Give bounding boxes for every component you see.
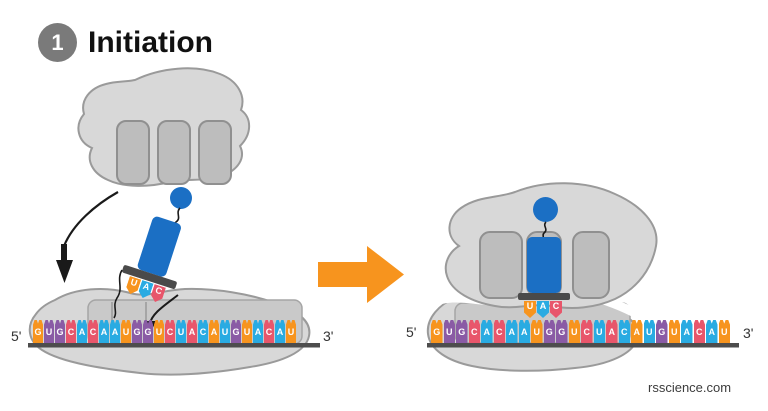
step-number: 1 [51, 29, 64, 55]
nucleotide-a-8: A [518, 320, 530, 343]
anticodon-base-a: A [537, 301, 549, 318]
nucleotide-u-12: U [154, 320, 164, 343]
nucleotide-g-10: G [132, 320, 142, 343]
nucleotide-a-5: A [481, 320, 493, 343]
nucleotide-a-17: A [209, 320, 219, 343]
nucleotide-u-24: U [718, 320, 730, 343]
three-prime-label-left: 3' [323, 328, 334, 344]
transition-arrow [318, 246, 404, 303]
nucleotide-u-9: U [531, 320, 543, 343]
nucleotide-c-13: C [581, 320, 593, 343]
nucleotide-g-3: G [55, 320, 65, 343]
five-prime-label-right: 5' [406, 324, 417, 340]
nucleotide-u-18: U [643, 320, 655, 343]
nucleotide-u-14: U [593, 320, 605, 343]
trna-site-slot-a-left [198, 120, 232, 185]
nucleotide-a-7: A [99, 320, 109, 343]
nucleotide-c-16: C [198, 320, 208, 343]
nucleotide-a-15: A [187, 320, 197, 343]
amino-acid-linker-right [542, 221, 547, 239]
mrna-backbone-right [427, 343, 739, 348]
nucleotide-a-5: A [77, 320, 87, 343]
step-title: Initiation [88, 26, 213, 59]
nucleotide-a-15: A [606, 320, 618, 343]
nucleotide-c-6: C [493, 320, 505, 343]
nucleotide-g-1: G [431, 320, 443, 343]
nucleotide-c-16: C [618, 320, 630, 343]
nucleotide-a-21: A [681, 320, 693, 343]
nucleotide-c-6: C [88, 320, 98, 343]
nucleotide-c-22: C [264, 320, 274, 343]
assembly-arrowhead [56, 260, 73, 283]
nucleotide-a-21: A [253, 320, 263, 343]
trna-site-slot-e-left [116, 120, 150, 185]
amino-acid-methionine-right [533, 197, 558, 222]
assembly-arrow-curve [62, 191, 119, 247]
nucleotide-a-8: A [110, 320, 120, 343]
nucleotide-g-11: G [556, 320, 568, 343]
nucleotide-u-9: U [121, 320, 131, 343]
nucleotide-u-20: U [242, 320, 252, 343]
trna-body-left [136, 215, 183, 278]
nucleotide-a-23: A [275, 320, 285, 343]
nucleotide-g-10: G [543, 320, 555, 343]
nucleotide-g-3: G [456, 320, 468, 343]
nucleotide-a-23: A [706, 320, 718, 343]
five-prime-label-left: 5' [11, 328, 22, 344]
nucleotide-g-19: G [656, 320, 668, 343]
step-number-badge: 1 [38, 23, 77, 62]
trna-tail-squiggle-left [113, 269, 123, 319]
nucleotide-u-2: U [443, 320, 455, 343]
nucleotide-g-11: G [143, 320, 153, 343]
nucleotide-g-19: G [231, 320, 241, 343]
trna-site-slot-e-right [479, 231, 523, 299]
nucleotide-c-4: C [468, 320, 480, 343]
nucleotide-c-4: C [66, 320, 76, 343]
nucleotide-u-20: U [668, 320, 680, 343]
anticodon-base-c: C [550, 301, 562, 318]
trna-body-right [527, 237, 561, 293]
nucleotide-c-13: C [165, 320, 175, 343]
nucleotide-a-7: A [506, 320, 518, 343]
nucleotide-a-17: A [631, 320, 643, 343]
watermark: rsscience.com [648, 380, 732, 395]
trna-site-slot-a-right [572, 231, 610, 299]
nucleotide-u-14: U [176, 320, 186, 343]
nucleotide-u-24: U [286, 320, 296, 343]
nucleotide-c-22: C [693, 320, 705, 343]
trna-site-slot-p-left [157, 120, 191, 185]
nucleotide-g-1: G [33, 320, 43, 343]
mrna-backbone-left [28, 343, 320, 348]
nucleotide-u-12: U [568, 320, 580, 343]
amino-acid-methionine-left [170, 187, 192, 209]
three-prime-label-right: 3' [743, 325, 754, 341]
nucleotide-u-2: U [44, 320, 54, 343]
anticodon-base-bar-right [518, 293, 570, 300]
nucleotide-u-18: U [220, 320, 230, 343]
anticodon-base-u: U [524, 301, 536, 318]
